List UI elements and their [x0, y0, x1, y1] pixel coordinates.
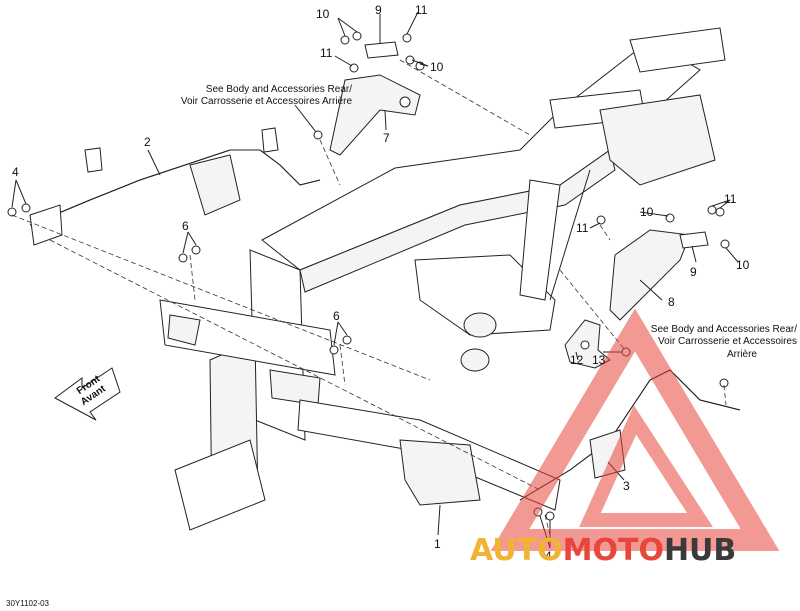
bracket-7: [329, 74, 421, 156]
leader-lines: [11, 11, 739, 549]
callout-10-top-left: 10: [316, 7, 330, 21]
callout-12: 12: [570, 353, 584, 367]
callout-6-left: 6: [182, 219, 189, 233]
callout-13: 13: [592, 353, 606, 367]
bracket-9-right: [679, 231, 709, 249]
callout-10-top-right: 10: [430, 60, 444, 74]
bracket-9-top: [364, 41, 399, 59]
note-rear-top-line1: See Body and Accessories Rear/: [206, 84, 352, 95]
note-rear-top-line2: Voir Carrosserie et Accessoires Arrière: [181, 96, 353, 107]
note-rear-right-line1: See Body and Accessories Rear/: [651, 324, 797, 335]
watermark-logo: AUTOMOTOHUB: [470, 533, 736, 568]
diagram-code: 30Y1102-03: [6, 599, 50, 608]
watermark-moto: MOTO: [563, 533, 664, 568]
callout-4-bottom: 4: [545, 549, 552, 563]
callout-9-top: 9: [375, 3, 382, 17]
watermark-hub: HUB: [664, 533, 736, 568]
bracket-8: [609, 229, 691, 321]
callout-6-center: 6: [333, 309, 340, 323]
front-direction-arrow: Front Avant: [54, 367, 121, 421]
main-frame: [159, 27, 726, 531]
callout-9-right: 9: [690, 265, 697, 279]
callout-11-top-right: 11: [415, 3, 428, 17]
callout-3: 3: [623, 479, 630, 493]
assembly-lines: [11, 59, 727, 536]
bracket-12: [564, 319, 611, 369]
note-rear-right-line2: Voir Carrosserie et Accessoires: [658, 336, 797, 347]
callout-11-right-top: 11: [724, 192, 737, 206]
note-rear-right-line3: Arrière: [727, 349, 757, 360]
callout-11-top-left: 11: [320, 46, 333, 60]
callout-2: 2: [144, 135, 151, 149]
callout-1: 1: [434, 537, 441, 551]
callout-8: 8: [668, 295, 675, 309]
reference-note-rear-right: See Body and Accessories Rear/ Voir Carr…: [651, 324, 797, 360]
callouts: 10 9 11 11 10 7 2 4 6 6 11 10 11 9 10 8 …: [12, 3, 750, 563]
callout-10-right-bottom: 10: [736, 258, 750, 272]
watermark-auto: AUTO: [470, 533, 563, 568]
callout-4-left: 4: [12, 165, 19, 179]
callout-7: 7: [383, 131, 390, 145]
watermark-triangle: [490, 308, 780, 551]
front-tube-bracket: [29, 127, 321, 246]
callout-11-right-left: 11: [576, 221, 589, 235]
reference-note-rear-top: See Body and Accessories Rear/ Voir Carr…: [181, 84, 353, 107]
callout-10-right-top: 10: [640, 205, 654, 219]
